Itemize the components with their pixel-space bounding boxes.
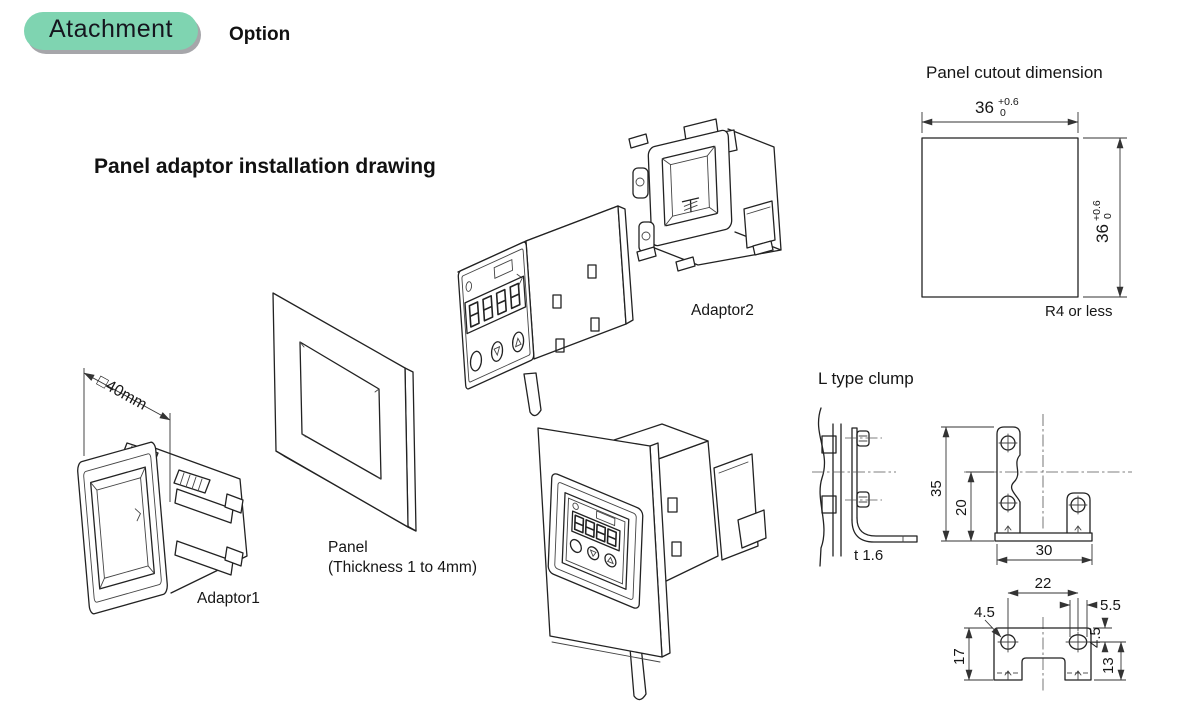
plate-depth-dim: 17: [951, 648, 968, 665]
cutout-width-value: 36: [975, 98, 994, 117]
assembled-cable: [630, 646, 646, 700]
clamp-width-dim: 30: [1036, 542, 1053, 559]
hole-to-front-dim: 13: [1100, 657, 1117, 674]
corner-radius-note: R4 or less: [1045, 303, 1113, 320]
sensor-cable: [524, 373, 541, 416]
adaptor1-size-dim: □40mm: [94, 373, 150, 414]
plate-thickness-label: t 1.6: [854, 547, 884, 564]
panel-drawing: [273, 293, 416, 531]
sensor-drawing: [458, 206, 633, 416]
cutout-height-tol-upper: +0.6: [1091, 200, 1103, 221]
cutout-width-tol-lower: 0: [1000, 107, 1006, 119]
slot-width-dim: 5.5: [1100, 597, 1121, 614]
adaptor2-label: Adaptor2: [691, 302, 754, 319]
cutout-height-dimension: 36 +0.6 0: [1091, 200, 1114, 243]
attachment-badge: Atachment: [24, 12, 199, 50]
l-clamp-bottom-view: 22 5.5 4.5 4.5 13: [951, 575, 1126, 693]
panel-label: Panel: [328, 539, 368, 556]
assembled-bezel-face: [548, 472, 643, 610]
l-clamp-side-view: [812, 408, 917, 566]
sensor-front-face: [458, 241, 534, 390]
panel-cutout-title: Panel cutout dimension: [926, 63, 1103, 82]
assembled-unit-drawing: [538, 424, 766, 700]
panel-thickness-note: (Thickness 1 to 4mm): [328, 559, 478, 576]
option-label: Option: [229, 24, 291, 45]
hole-diameter-dim: 4.5: [974, 604, 995, 621]
cutout-height-tol-lower: 0: [1102, 213, 1114, 219]
cutout-width-tol-upper: +0.6: [998, 96, 1019, 108]
adaptor1-label: Adaptor1: [197, 590, 260, 607]
adaptor2-drawing: [629, 119, 781, 271]
panel-cutout-drawing: 36 +0.6 0 36 +0.6 0: [922, 96, 1127, 297]
adaptor1-bezel: [77, 441, 168, 615]
l-clamp-title: L type clump: [818, 369, 914, 388]
hole-edge-offset-dim: 4.5: [1087, 627, 1104, 648]
hole-pitch-dim: 22: [1035, 575, 1052, 592]
l-clamp-front-view: 35 20 30: [928, 414, 1132, 565]
adaptor1-drawing: □40mm: [77, 368, 247, 615]
cutout-width-dimension: 36 +0.6 0: [975, 96, 1019, 119]
cutout-height-value: 36: [1093, 224, 1112, 243]
clamp-hole-offset-dim: 20: [953, 499, 970, 516]
page-title: Panel adaptor installation drawing: [94, 155, 436, 178]
clamp-height-dim: 35: [928, 480, 945, 497]
adaptor2-frame-face: [648, 129, 732, 247]
